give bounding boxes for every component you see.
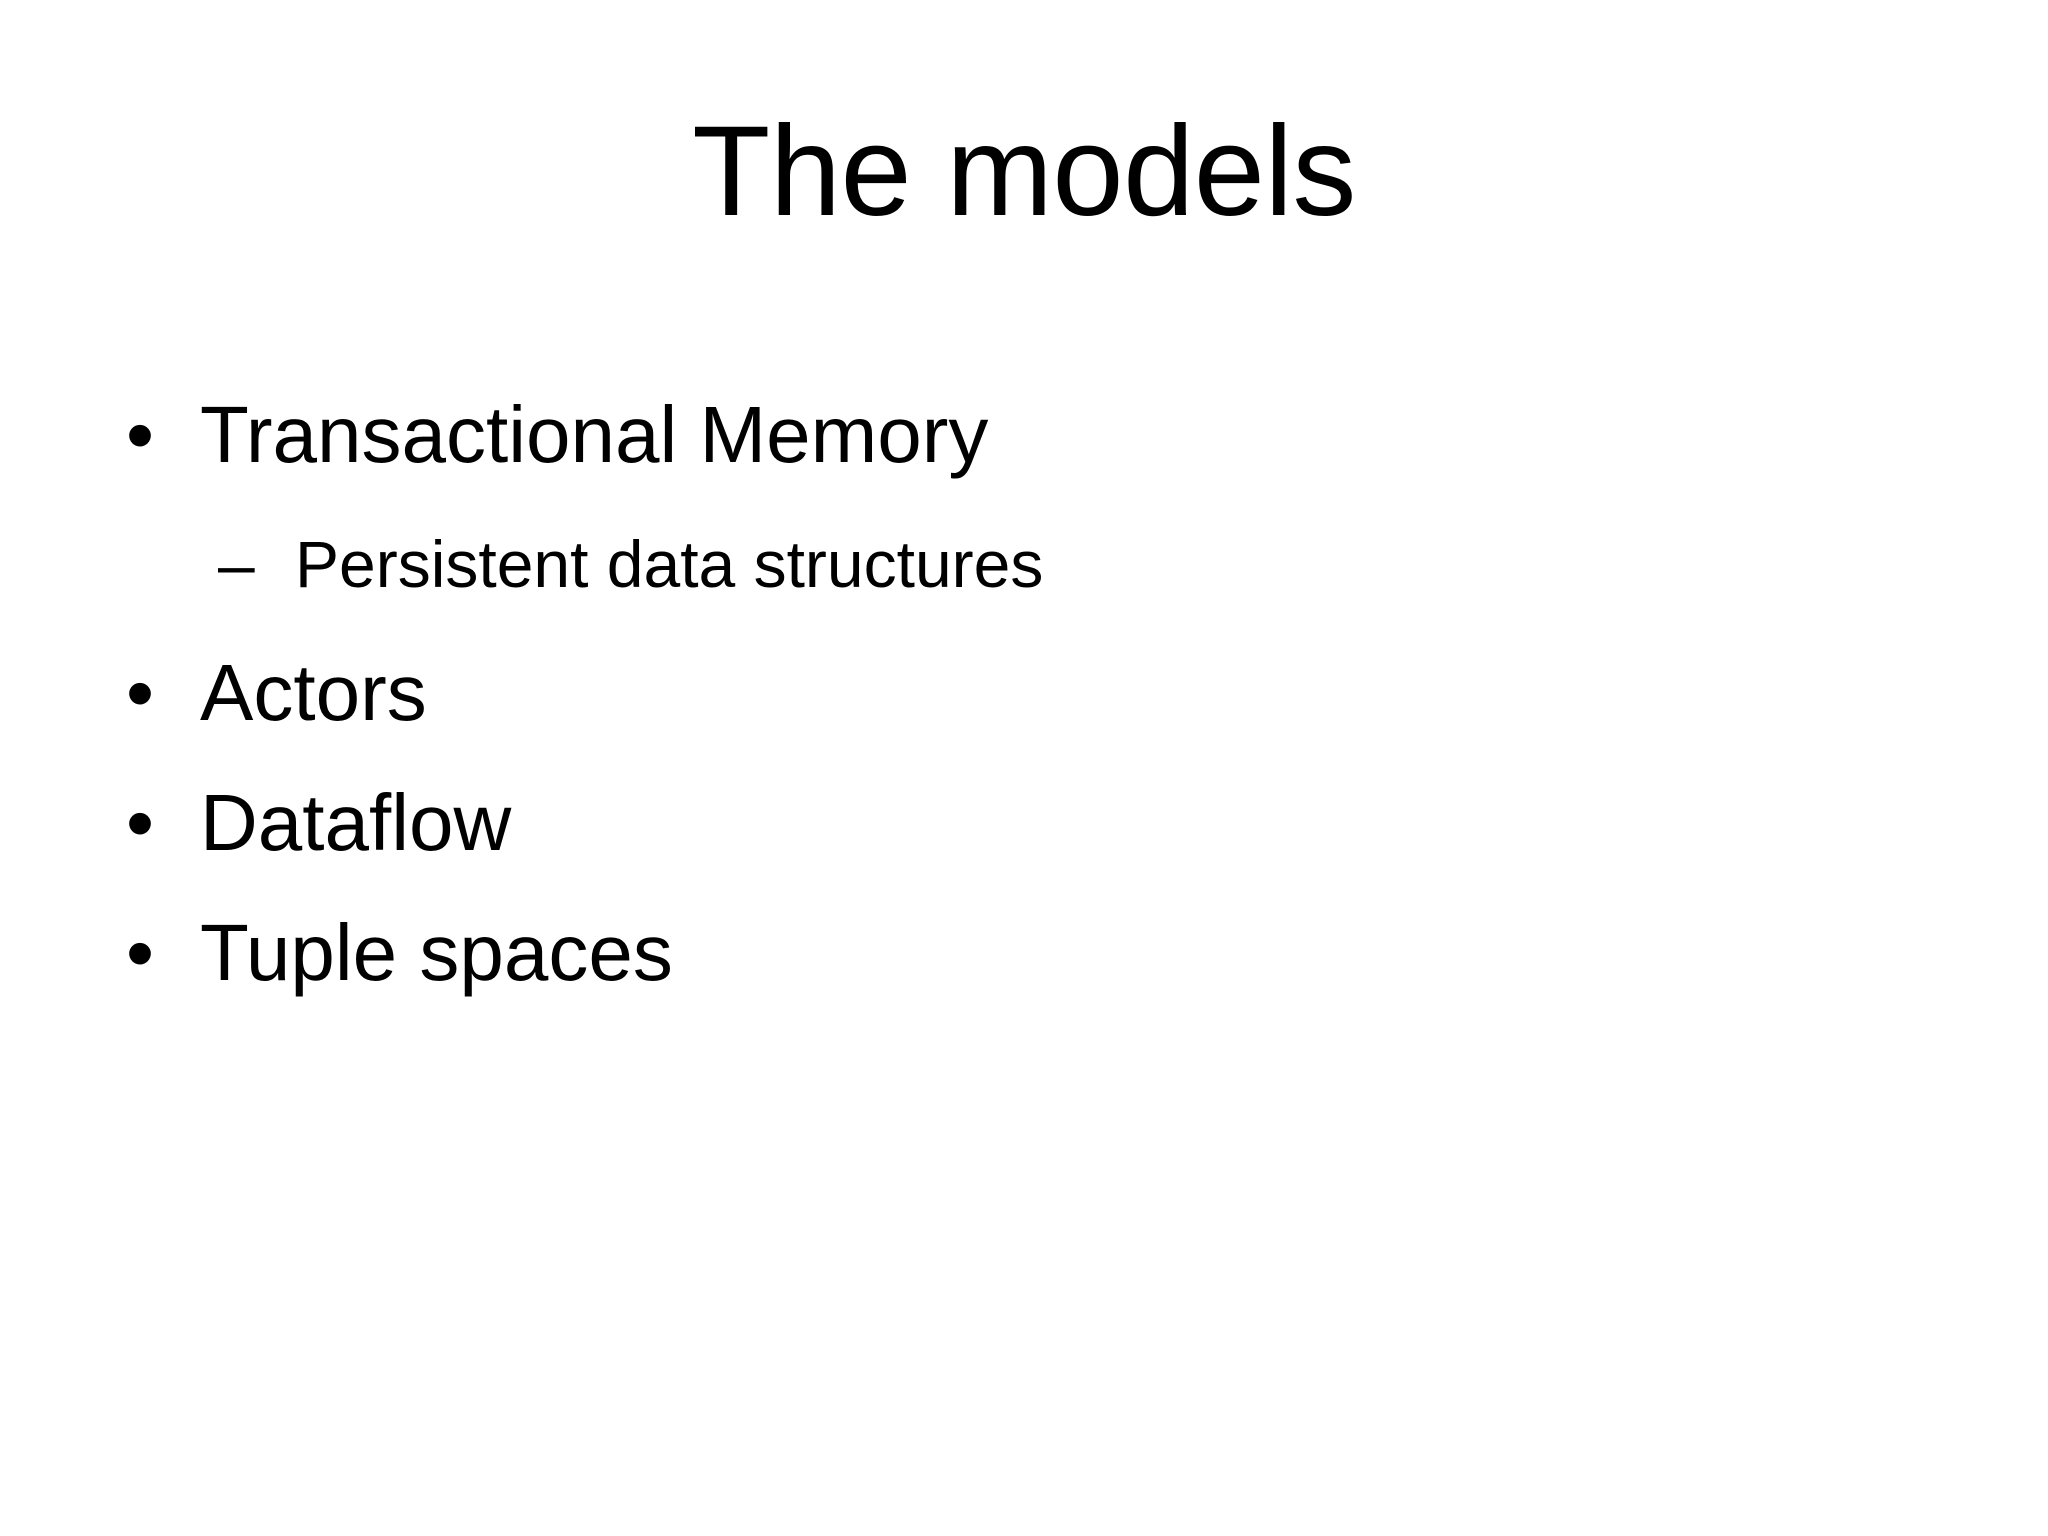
bullet-item-tuple-spaces: • Tuple spaces — [0, 888, 2048, 1018]
bullet-item-dataflow: • Dataflow — [0, 758, 2048, 888]
sub-bullet-item-persistent-data-structures: – Persistent data structures — [0, 500, 2048, 628]
bullet-item-transactional-memory: • Transactional Memory — [0, 370, 2048, 500]
bullet-dot-icon: • — [126, 390, 155, 479]
slide-body-content: • Transactional Memory – Persistent data… — [0, 370, 2048, 1018]
bullet-dot-icon: • — [126, 908, 155, 997]
bullet-label: Tuple spaces — [200, 908, 673, 997]
bullet-dash-icon: – — [218, 527, 255, 601]
bullet-label: Dataflow — [200, 778, 512, 867]
sub-bullet-label: Persistent data structures — [295, 527, 1044, 601]
bullet-dot-icon: • — [126, 778, 155, 867]
bullet-label: Actors — [200, 648, 427, 737]
bullet-label: Transactional Memory — [200, 390, 989, 479]
slide-title: The models — [692, 100, 1356, 243]
bullet-dot-icon: • — [126, 648, 155, 737]
bullet-item-actors: • Actors — [0, 628, 2048, 758]
